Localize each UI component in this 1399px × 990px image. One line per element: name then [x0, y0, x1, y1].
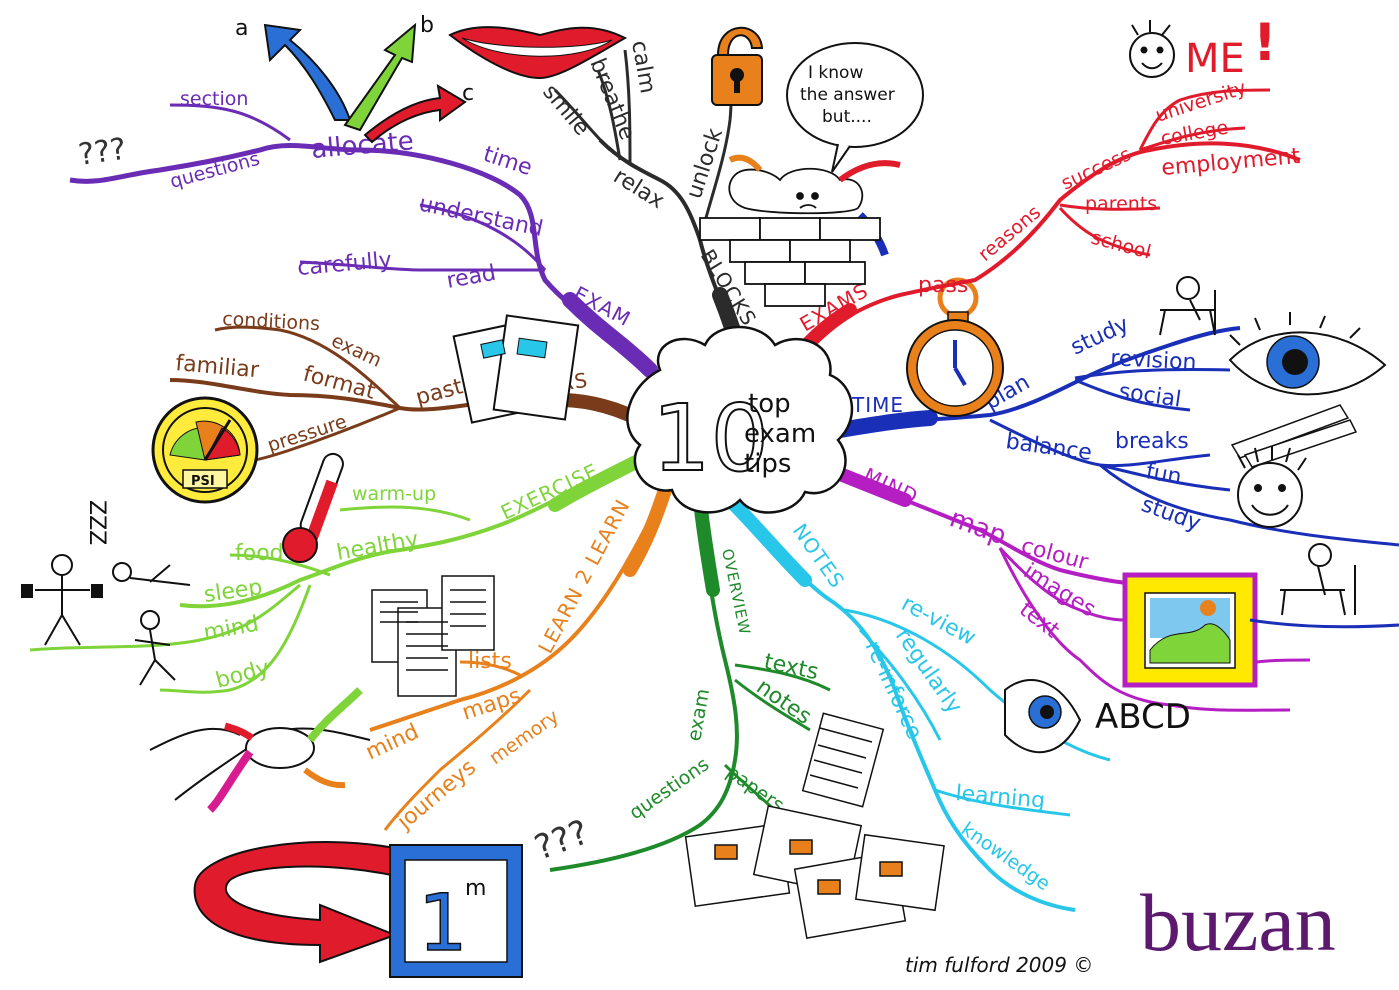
overview-label: OVERVIEW	[718, 547, 754, 637]
time-breaks: breaks	[1115, 429, 1189, 454]
smiling-lips-icon	[448, 26, 628, 80]
exam-carefully: carefully	[296, 248, 392, 281]
papers-conditions: conditions	[222, 308, 321, 335]
learn-journeys: journeys	[392, 755, 481, 835]
exam-section: section	[180, 88, 248, 110]
exercise-mind: mind	[202, 612, 261, 646]
overview-exam: exam	[683, 687, 714, 743]
mind-letters: ABCD	[1095, 697, 1191, 737]
mind-map: map	[946, 503, 1011, 551]
picture-frame-icon	[1122, 572, 1258, 688]
center-number: 10	[652, 385, 769, 492]
exercise-healthy: healthy	[335, 527, 421, 566]
thought-bubble-icon: I know the answer but....	[786, 42, 924, 173]
thought-line-1: I know	[808, 63, 863, 83]
arrow-c-label: c	[462, 81, 474, 106]
exam-allocate: allocate	[310, 126, 415, 165]
memory-journey-icon	[149, 687, 371, 813]
eye-icon-small	[1004, 679, 1082, 754]
scattered-papers-icon	[684, 805, 945, 940]
center-line-2: exam	[744, 419, 816, 449]
credit-signature: tim fulford 2009 ©	[905, 953, 1093, 977]
blocks-calm: calm	[626, 39, 660, 96]
branch-blocks: BLOCKS relax unlock smile breathe calm I…	[448, 26, 924, 368]
gauge-label: PSI	[191, 474, 215, 489]
exams-parents: parents	[1085, 193, 1157, 215]
time-label: TIME	[851, 393, 904, 417]
arrow-a-label: a	[235, 16, 248, 41]
pressure-gauge-icon: PSI	[151, 396, 259, 504]
time-study-balance: study	[1138, 492, 1204, 536]
overview-questions: questions	[625, 753, 713, 824]
papers-pressure: pressure	[265, 410, 350, 456]
time-balance: balance	[1004, 429, 1093, 466]
branch-learn: LEARN 2 LEARN lists maps mind memory jou…	[149, 483, 672, 978]
notes-learning: learning	[954, 781, 1046, 814]
lists-icon	[371, 575, 495, 697]
thought-line-3: but....	[822, 107, 872, 127]
studying-figures-icon	[1159, 276, 1356, 616]
exercise-sleep: sleep	[202, 575, 264, 608]
pencils-icon	[1230, 404, 1358, 468]
exams-pass: pass	[918, 273, 968, 298]
brand-logo: buzan	[1140, 877, 1336, 968]
papers-exam: exam	[328, 330, 385, 372]
me-face-icon	[1129, 20, 1175, 78]
overview-unknown-marks: ???	[529, 812, 594, 868]
exam-papers-icon	[452, 314, 580, 424]
exams-me: ME	[1185, 36, 1245, 82]
stopwatch-icon	[906, 277, 1004, 417]
central-topic: 10 top exam tips	[626, 325, 854, 514]
exams-exclaim: !	[1253, 13, 1277, 73]
time-social: social	[1117, 379, 1183, 412]
exercise-warm-up: warm-up	[352, 483, 436, 505]
minute-number: 1	[418, 879, 468, 969]
exam-read: read	[445, 261, 498, 294]
exercise-food: food	[235, 541, 284, 566]
notepad-icon	[801, 712, 885, 808]
blocks-smile: smile	[537, 80, 594, 141]
thought-line-2: the answer	[800, 85, 895, 105]
exams-success: success	[1058, 143, 1135, 194]
one-minute-icon: 1 m	[193, 841, 523, 978]
exams-employment: employment	[1160, 144, 1301, 181]
exam-unknown-marks: ???	[76, 132, 128, 173]
center-line-3: tips	[744, 449, 791, 479]
stick-figures-icon	[21, 554, 191, 686]
papers-familiar: familiar	[174, 351, 260, 383]
minute-unit: m	[465, 876, 486, 901]
time-revision: revision	[1110, 346, 1197, 375]
exams-university: university	[1153, 77, 1249, 127]
exam-questions: questions	[168, 148, 263, 193]
eye-icon-large	[1228, 312, 1387, 396]
thermometer-icon	[282, 452, 344, 563]
smiley-face-icon	[1237, 446, 1307, 528]
unlocked-padlock-icon	[711, 26, 764, 106]
learn-mind: mind	[362, 719, 423, 765]
learn-lists: lists	[468, 649, 512, 674]
center-line-1: top	[748, 389, 791, 419]
brick-wall-icon	[699, 154, 901, 307]
exams-school: school	[1089, 227, 1154, 264]
branch-time: TIME plan study revision social balance …	[832, 276, 1399, 629]
exercise-body: body	[213, 656, 272, 694]
sleep-zzz: ZZZ	[84, 500, 109, 545]
allocation-arrows-icon	[263, 22, 467, 144]
time-fun: fun	[1144, 459, 1183, 490]
branch-papers: PAPERS past conditions exam format famil…	[151, 308, 647, 504]
arrow-b-label: b	[420, 13, 434, 38]
blocks-relax: relax	[609, 164, 669, 214]
